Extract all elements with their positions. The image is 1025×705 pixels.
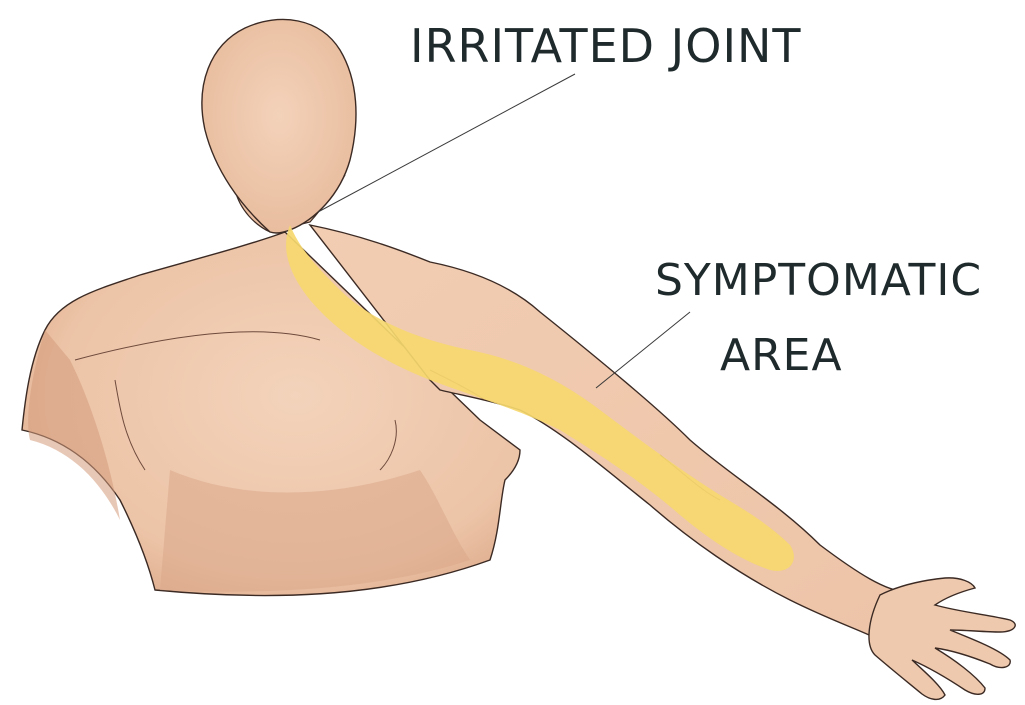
hand: [869, 578, 1015, 700]
irritated-joint-leader: [318, 74, 575, 212]
symptomatic-label-line2: AREA: [720, 330, 843, 381]
body-figure: [22, 19, 1015, 699]
irritated-joint-label: IRRITATED JOINT: [410, 19, 802, 73]
symptomatic-area-leader: [596, 312, 690, 388]
head: [202, 19, 356, 233]
symptomatic-label-line1: SYMPTOMATIC: [655, 255, 982, 306]
